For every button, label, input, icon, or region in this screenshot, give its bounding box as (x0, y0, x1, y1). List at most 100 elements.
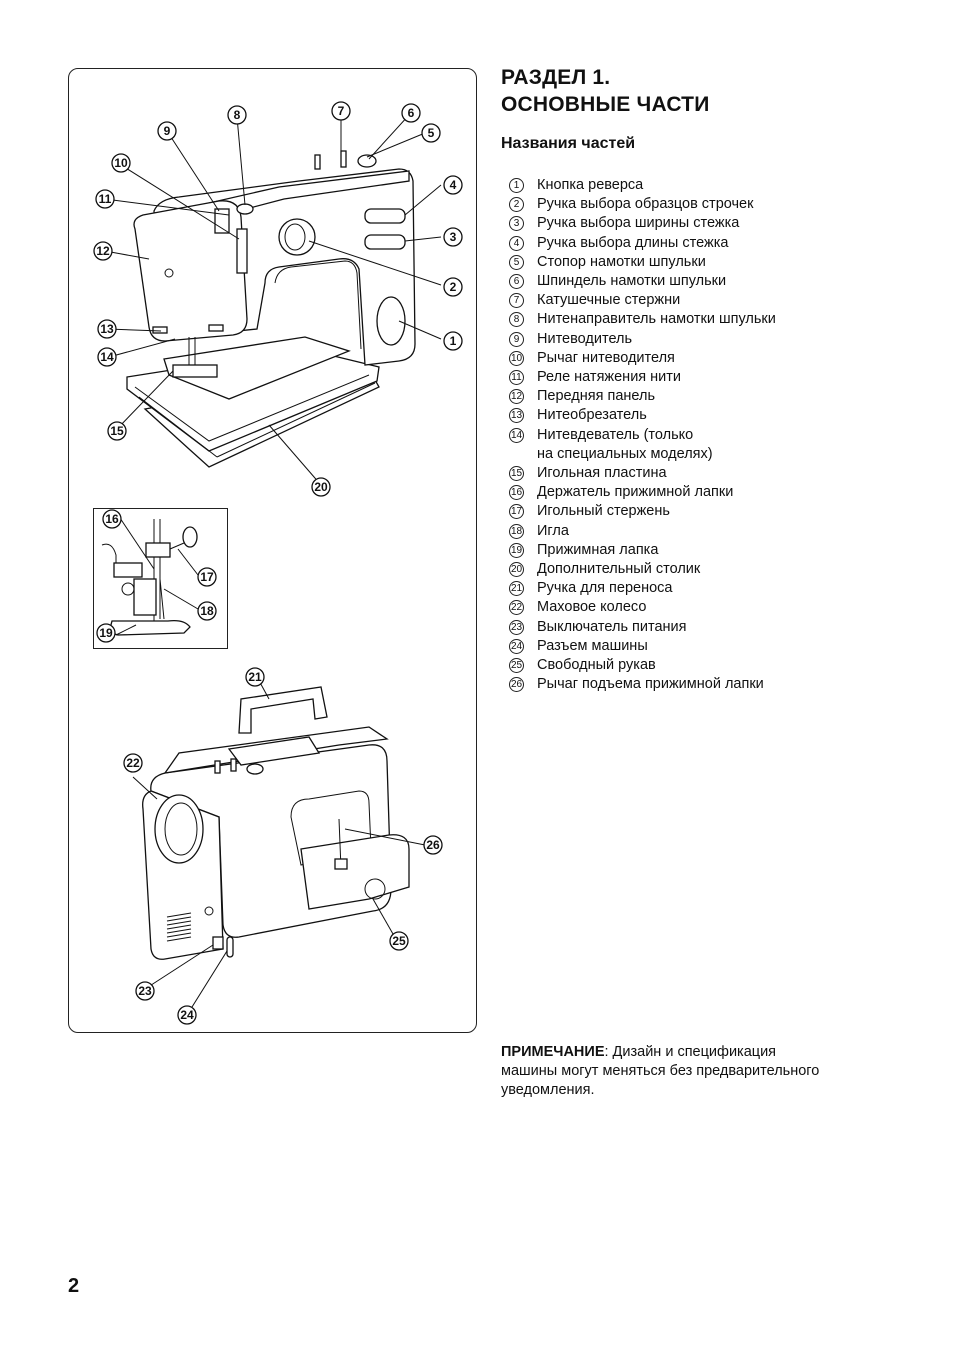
item-number-badge: 1 (509, 178, 524, 193)
item-label: Игольный стержень (537, 503, 670, 520)
item-label: Рычаг нитеводителя (537, 349, 675, 366)
item-number-badge: 21 (509, 581, 524, 597)
item-label: Нитенаправитель намотки шпульки (537, 311, 776, 328)
item-label: Прижимная лапка (537, 541, 659, 558)
item-number-badge: 18 (509, 523, 524, 539)
callout-4: 4 (443, 175, 463, 195)
item-number-badge: 20 (509, 562, 524, 578)
item-number-badge: 5 (509, 254, 524, 270)
svg-text:15: 15 (110, 424, 124, 438)
item-label: Держатель прижимной лапки (537, 484, 734, 501)
callout-leader-lines (104, 111, 442, 1016)
item-label: Шпиндель намотки шпульки (537, 273, 727, 290)
item-number-badge: 24 (509, 638, 524, 654)
list-item: 6 Шпиндель намотки шпульки (509, 272, 929, 291)
svg-text:20: 20 (314, 480, 328, 494)
rear-view-machine (142, 686, 410, 960)
svg-text:25: 25 (392, 934, 406, 948)
item-number-badge: 15 (509, 466, 524, 482)
item-number-badge: 23 (509, 619, 524, 635)
item-number-badge: 10 (509, 350, 524, 366)
item-number-badge: 11 (509, 370, 524, 386)
svg-text:11: 11 (99, 192, 112, 206)
item-number-badge: 9 (509, 331, 524, 347)
item-number-badge: 26 (509, 677, 524, 693)
callout-16: 16 (102, 509, 122, 529)
svg-text:19: 19 (99, 626, 113, 640)
svg-text:4: 4 (450, 178, 457, 192)
callout-11: 11 (95, 189, 115, 209)
item-number-badge: 25 (509, 658, 524, 674)
item-label: Маховое колесо (537, 599, 647, 616)
callout-3: 3 (443, 227, 463, 247)
callout-22: 22 (123, 753, 143, 773)
item-label: Кнопка реверса (537, 177, 644, 193)
list-item: 5 Стопор намотки шпульки (509, 253, 929, 272)
svg-text:14: 14 (100, 350, 114, 364)
item-number-badge: 3 (509, 216, 524, 232)
item-label: Нитеобрезатель (537, 407, 647, 424)
section-title-line1: РАЗДЕЛ 1. (501, 66, 611, 89)
item-label: Дополнительный столик (537, 561, 701, 578)
item-number-badge: 8 (509, 312, 524, 328)
svg-text:16: 16 (105, 512, 119, 526)
item-number-badge: 13 (509, 408, 524, 424)
item-number-badge: 19 (509, 542, 524, 558)
item-label: Разъем машины (537, 637, 648, 654)
svg-text:8: 8 (234, 108, 241, 122)
item-number-badge: 6 (509, 274, 524, 290)
note-paragraph: ПРИМЕЧАНИЕ: Дизайн и спецификация машины… (501, 1043, 831, 1101)
svg-text:13: 13 (100, 322, 114, 336)
callout-13: 13 (97, 319, 117, 339)
parts-subtitle: Названия частей (501, 135, 636, 152)
list-item: 14 Нитевдеватель (только на специальных м… (509, 426, 929, 464)
item-number-badge: 2 (509, 197, 524, 213)
list-item: 10 Рычаг нитеводителя (509, 349, 929, 368)
callout-5: 5 (421, 123, 441, 143)
list-item: 22 Маховое колесо (509, 598, 929, 617)
callout-14: 14 (97, 347, 117, 367)
section-title: РАЗДЕЛ 1. ОСНОВНЫЕ ЧАСТИ (501, 64, 921, 118)
list-item: 2 Ручка выбора образцов строчек (509, 195, 929, 214)
callout-8: 8 (227, 105, 247, 125)
page-number: 2 (68, 1275, 80, 1297)
parts-illustration-frame: 1 2 3 4 5 6 7 8 9 10 11 12 13 14 15 20 2… (68, 68, 477, 1033)
item-number-badge: 7 (509, 293, 524, 309)
svg-text:7: 7 (338, 104, 345, 118)
item-number-badge: 16 (509, 485, 524, 501)
svg-text:6: 6 (408, 106, 415, 120)
front-view-machine (126, 150, 416, 468)
callout-23: 23 (135, 981, 155, 1001)
item-label: Стопор намотки шпульки (537, 253, 706, 270)
svg-text:2: 2 (450, 280, 457, 294)
list-item: 16 Держатель прижимной лапки (509, 483, 929, 502)
svg-text:9: 9 (164, 124, 171, 138)
list-item: 13 Нитеобрезатель (509, 406, 929, 425)
callout-21: 21 (245, 667, 265, 687)
item-label: Нитевдеватель (только на специальных мод… (537, 426, 713, 462)
item-label: Ручка выбора образцов строчек (537, 196, 754, 213)
callout-9: 9 (157, 121, 177, 141)
svg-text:24: 24 (180, 1008, 194, 1022)
svg-text:17: 17 (200, 570, 214, 584)
list-item: 1 Кнопка реверса (509, 176, 929, 195)
callout-24: 24 (177, 1005, 197, 1025)
callout-2: 2 (443, 277, 463, 297)
parts-list: 1 Кнопка реверса 2 Ручка выбора образцов ст… (509, 176, 929, 694)
callout-6: 6 (401, 103, 421, 123)
item-number-badge: 4 (509, 235, 524, 251)
item-number-badge: 14 (509, 427, 524, 443)
callout-18: 18 (197, 601, 217, 621)
list-item: 19 Прижимная лапка (509, 541, 929, 560)
item-label: Ручка для переноса (537, 580, 673, 597)
svg-text:22: 22 (126, 756, 140, 770)
item-number-badge: 22 (509, 600, 524, 616)
